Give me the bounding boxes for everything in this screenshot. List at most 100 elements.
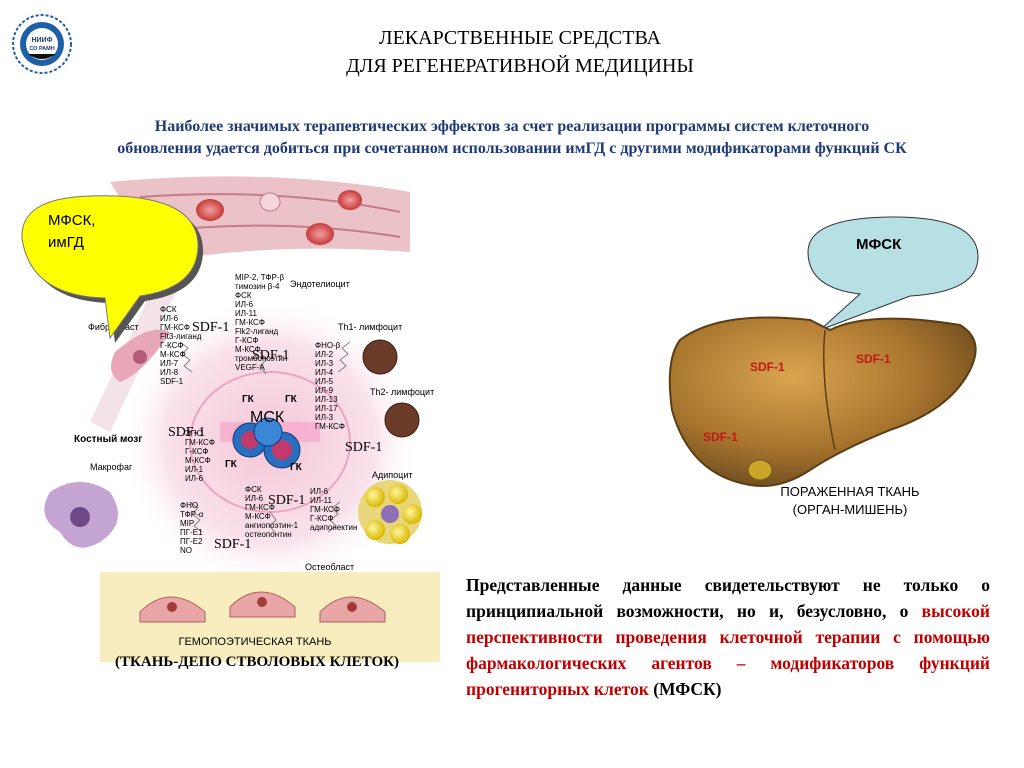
factor-item: MIP [180,519,194,528]
target-organ-label: ПОРАЖЕННАЯ ТКАНЬ [780,484,920,499]
speech-bubble-left-text: МФСК, имГД [48,210,95,254]
factor-item: ПГ-Е2 [180,537,203,546]
liver-illustration [668,316,977,487]
liver-sdf1-label: SDF-1 [703,430,738,444]
msc-cluster [220,417,320,469]
factor-item: ИЛ-2 [315,350,334,359]
factor-item: адипонектин [310,523,357,532]
factor-list-right: ФНО-βИЛ-2ИЛ-3ИЛ-4ИЛ-5ИЛ-9ИЛ-13ИЛ-17ИЛ-3Г… [315,341,345,431]
factor-item: ИЛ-5 [315,377,334,386]
factor-item: ЭПО [185,429,203,438]
factor-item: MIP-2, ТФР-β [235,273,284,282]
speech-bubble-right [807,216,979,331]
factor-item: ИЛ-6 [235,300,254,309]
factor-item: М-КСФ [235,345,261,354]
label-bone-marrow: Костный мозг [74,434,142,445]
factor-item: VEGF-A [235,363,265,372]
bubble-left-line-1: МФСК, [48,212,96,229]
factor-item: SDF-1 [160,377,184,386]
sdf1-label: SDF-1 [345,440,383,455]
factor-item: ГМ-КСФ [310,505,340,514]
red-blood-cell [338,190,362,210]
factor-item: М-КСФ [160,350,186,359]
factor-item: ГМ-КСФ [185,438,215,447]
title-line-2: ДЛЯ РЕГЕНЕРАТИВНОЙ МЕДИЦИНЫ [346,55,694,77]
gk-label: ГК [285,394,298,405]
factor-item: ГМ-КСФ [235,318,265,327]
factor-item: ИЛ-11 [235,309,258,318]
factor-item: Flt3-лиганд [160,332,202,341]
th2-lymphocyte [384,402,420,438]
factor-item: ИЛ-13 [315,395,338,404]
conclusion-highlight: высокой перспективности проведения клето… [466,601,990,699]
title-line-1: ЛЕКАРСТВЕННЫЕ СРЕДСТВА [379,27,661,49]
label-msc: МСК [250,409,285,426]
gallbladder [747,459,773,481]
sdf1-label: SDF-1 [252,348,290,363]
factor-item: Flk2-лиганд [235,327,279,336]
label-th2: Th2- лимфоцит [370,387,434,397]
red-blood-cell [196,199,224,221]
factor-item: ИЛ-6 [160,314,179,323]
factor-item: ИЛ-9 [315,386,334,395]
factor-item: ТФР-α [180,510,204,519]
sdf1-label: SDF-1 [168,425,206,440]
factor-item: ФСК [235,291,252,300]
factor-item: ФСК [160,305,177,314]
factor-item: ангиопоэтин-1 [245,521,299,530]
subtitle-line-2: обновления удается добиться при сочетанн… [117,140,907,157]
factor-item: Г-КСФ [185,447,208,456]
factor-item: М-КСФ [245,512,271,521]
liver-sdf1-label: SDF-1 [750,360,785,374]
sdf1-label: SDF-1 [268,493,306,508]
sdf1-label: SDF-1 [192,320,230,335]
factor-item: ГМ-КСФ [315,422,345,431]
stem-cell-depot-label: (ТКАНЬ-ДЕПО СТВОЛОВЫХ КЛЕТОК) [114,654,400,670]
speech-bubble-right-text: МФСК [856,236,902,253]
speech-bubble-left [21,195,204,343]
logo-text-1: НИИФ [31,37,52,44]
gk-label: ГК [225,459,238,470]
gk-label: ГК [242,394,255,405]
white-blood-cell [259,192,281,212]
hemopoietic-tissue-label: ГЕМОПОЭТИЧЕСКАЯ ТКАНЬ [178,636,332,648]
target-organ-sublabel: (ОРГАН-МИШЕНЬ) [792,502,908,517]
page-title: ЛЕКАРСТВЕННЫЕ СРЕДСТВА ДЛЯ РЕГЕНЕРАТИВНО… [180,24,860,80]
factor-list-bottom-center: ФСКИЛ-6ГМ-КСФМ-КСФангиопоэтин-1остеопонт… [245,485,299,539]
factor-item: ФНО [180,501,198,510]
factor-item: ИЛ-4 [315,368,334,377]
gk-label: ГК [290,462,303,473]
stem-cell-niche-illustration: Эндотелиоцит Фибробласт Костный мозг Мак… [44,176,440,662]
factor-item: ИЛ-6 [185,474,204,483]
factor-item: ГМ-КСФ [160,323,190,332]
factor-item: Г-КСФ [235,336,258,345]
factor-list-left: ФСКИЛ-6ГМ-КСФFlt3-лигандГ-КСФМ-КСФИЛ-7ИЛ… [160,305,202,386]
factor-item: остеопонтин [245,530,292,539]
factor-item: ИЛ-3 [315,413,334,422]
factor-item: ИЛ-3 [315,359,334,368]
factor-item: ИЛ-6 [310,487,329,496]
conclusion-text: Представленные данные свидетельствуют не… [466,572,990,702]
page-subtitle: Наиболее значимых терапевтических эффект… [18,116,1006,160]
liver-sdf1-label: SDF-1 [856,352,891,366]
factor-item: ФСК [245,485,262,494]
bubble-left-line-2: имГД [48,234,84,251]
subtitle-line-1: Наиболее значимых терапевтических эффект… [154,118,870,135]
conclusion-part-3: (МФСК) [648,679,722,699]
factor-item: Г-КСФ [310,514,333,523]
factor-item: ИЛ-6 [245,494,264,503]
label-macrophage: Макрофаг [90,462,133,472]
niif-logo-icon: НИИФ СО РАМН [12,14,72,74]
factor-item: ИЛ-8 [160,368,179,377]
factor-item: ФНО-β [315,341,341,350]
factor-item: ПГ-Е1 [180,528,203,537]
logo-text-2: СО РАМН [29,46,54,52]
conclusion-part-1: Представленные данные свидетельствуют не… [466,575,990,621]
label-endothelium: Эндотелиоцит [290,279,350,289]
factor-item: ИЛ-7 [160,359,179,368]
label-osteoblast: Остеобласт [305,562,354,572]
